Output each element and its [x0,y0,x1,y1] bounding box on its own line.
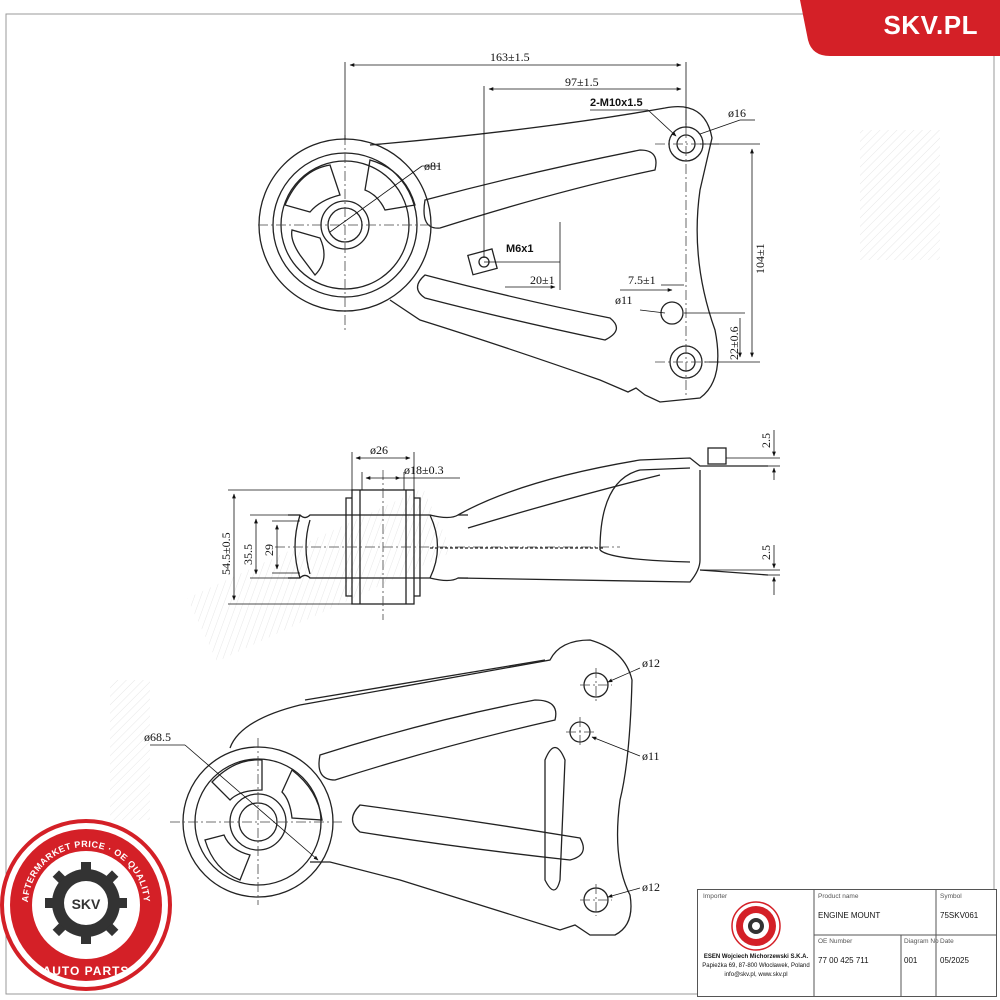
m6-thread: M6x1 [506,243,534,255]
quality-badge: SKV AFTERMARKET PRICE · OE QUALITY AUTO … [0,819,172,991]
diagram-label: Diagram No [904,938,939,945]
dia-12-bottom: ø12 [642,880,660,894]
symbol-label: Symbol [940,893,962,900]
gear-icon [45,862,127,944]
title-block: Importer Product name Symbol ENGINE MOUN… [697,889,997,997]
dim-7-5: 7.5±1 [628,273,656,287]
product-name: ENGINE MOUNT [818,911,881,920]
dim-2-5-bottom: 2.5 [759,545,773,560]
dia-26: ø26 [370,443,388,457]
brand-logo-text: SKV.PL [883,10,978,40]
importer-company: ESEN Wojciech Michorzewski S.K.A. [703,954,809,960]
symbol-value: 75SKV061 [940,911,979,920]
dia-18: ø18±0.3 [404,463,444,477]
top-slot-upper [423,149,657,229]
dim-2-5-top: 2.5 [759,433,773,448]
dim-22: 22±0.6 [727,326,741,360]
bottom-slot-upper [318,699,557,781]
importer-contact: info@skv.pl, www.skv.pl [724,972,788,978]
dia-81: ø81 [424,159,442,173]
badge-bottom: AUTO PARTS [43,964,130,978]
dia-11-bottom: ø11 [642,749,660,763]
dim-20: 20±1 [530,273,555,287]
importer-label: Importer [703,893,728,900]
importer-address: Papieżka 69, 87-800 Włocławek, Poland [702,963,810,969]
dim-97: 97±1.5 [565,75,599,89]
brand-corner: SKV.PL [800,0,1000,56]
dia-11: ø11 [615,293,633,307]
top-view [258,106,719,403]
side-view [288,447,769,605]
bottom-view [182,639,633,936]
bottom-slot-lower [351,804,584,861]
dim-163: 163±1.5 [490,50,530,64]
dia-16: ø16 [728,106,746,120]
date-value: 05/2025 [940,956,969,965]
date-label: Date [940,938,954,945]
product-label: Product name [818,893,859,900]
dim-54-5: 54.5±0.5 [219,532,233,575]
dim-29: 29 [262,544,276,556]
watermark [110,130,940,820]
top-slot-lower [416,274,617,341]
brand-banner [800,0,1000,56]
dia-12-top: ø12 [642,656,660,670]
top-hole-11 [660,301,684,325]
dia-68-5: ø68.5 [144,730,171,744]
importer-info: ESEN Wojciech Michorzewski S.K.A. Papież… [700,953,812,980]
oe-label: OE Number [818,938,853,945]
thread-2m10: 2-M10x1.5 [590,97,643,109]
diagram-no: 001 [904,956,918,965]
dim-35-5: 35.5 [241,544,255,565]
oe-number: 77 00 425 711 [818,956,869,965]
dim-104: 104±1 [753,243,767,274]
bottom-slot-vertical [544,746,566,891]
importer-logo-icon [731,901,781,951]
sheet-border [5,13,995,995]
title-block-grid [731,890,996,996]
badge-center: SKV [72,896,101,912]
